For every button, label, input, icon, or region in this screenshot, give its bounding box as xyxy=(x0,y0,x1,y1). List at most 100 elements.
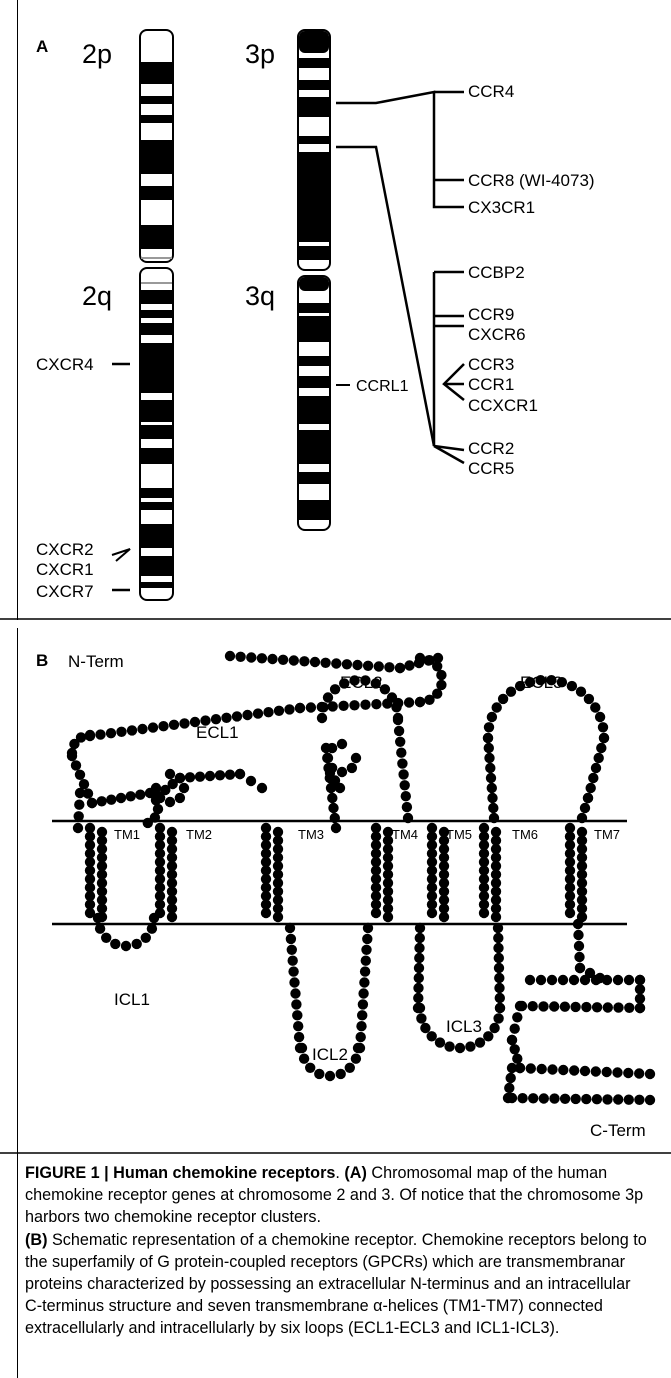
residue-bead xyxy=(87,798,97,808)
panel-b-label: B xyxy=(36,651,48,670)
residue-bead xyxy=(494,953,504,963)
residue-bead xyxy=(323,692,333,702)
residue-bead xyxy=(415,653,425,663)
residue-bead xyxy=(331,658,341,668)
residue-bead xyxy=(342,659,352,669)
tm5-label: TM5 xyxy=(446,827,472,842)
residue-bead xyxy=(547,975,557,985)
tm6-label: TM6 xyxy=(512,827,538,842)
residue-bead xyxy=(539,1093,549,1103)
gene-ccr5: CCR5 xyxy=(468,459,514,478)
ecl3-label: ECL3 xyxy=(520,673,563,692)
residue-bead xyxy=(402,802,412,812)
residue-bead xyxy=(288,966,298,976)
residue-bead xyxy=(327,793,337,803)
residue-bead xyxy=(358,999,368,1009)
gene-cxcr1: CXCR1 xyxy=(36,560,94,579)
residue-bead xyxy=(498,694,508,704)
residue-bead xyxy=(549,1001,559,1011)
residue-bead xyxy=(427,1031,437,1041)
cluster-1-connectors xyxy=(336,92,464,207)
residue-bead xyxy=(486,773,496,783)
residue-bead xyxy=(565,908,575,918)
panel-a-label: A xyxy=(36,37,48,56)
residue-bead xyxy=(415,697,425,707)
residue-bead xyxy=(401,791,411,801)
residue-bead xyxy=(602,1067,612,1077)
residue-bead xyxy=(495,1003,505,1013)
residue-bead xyxy=(483,733,493,743)
ecl1-label: ECL1 xyxy=(196,723,239,742)
residue-bead xyxy=(175,773,185,783)
residue-bead xyxy=(503,1093,513,1103)
residue-bead xyxy=(574,941,584,951)
tm4-label: TM4 xyxy=(392,827,418,842)
residue-bead xyxy=(549,1093,559,1103)
gene-cxcr7: CXCR7 xyxy=(36,582,94,601)
residue-bead xyxy=(414,963,424,973)
residue-bead xyxy=(288,956,298,966)
residue-bead xyxy=(261,908,271,918)
residue-bead xyxy=(132,939,142,949)
residue-bead xyxy=(635,1003,645,1013)
residue-bead xyxy=(235,769,245,779)
tm7-label: TM7 xyxy=(594,827,620,842)
residue-bead xyxy=(435,1037,445,1047)
residue-bead xyxy=(357,1010,367,1020)
residue-bead xyxy=(623,1068,633,1078)
panel-a-chromosome-map: A 2p 2q xyxy=(0,0,671,620)
residue-bead xyxy=(289,655,299,665)
residue-bead xyxy=(560,1094,570,1104)
residue-bead xyxy=(603,1002,613,1012)
residue-bead xyxy=(492,702,502,712)
residue-bead xyxy=(331,823,341,833)
residue-bead xyxy=(487,712,497,722)
residue-bead xyxy=(583,793,593,803)
residue-bead xyxy=(645,1095,655,1105)
residue-bead xyxy=(285,923,295,933)
residue-bead xyxy=(414,943,424,953)
gene-cxcr6: CXCR6 xyxy=(468,325,526,344)
residue-bead xyxy=(291,999,301,1009)
residue-bead xyxy=(580,1066,590,1076)
residue-bead xyxy=(299,656,309,666)
c-term-label: C-Term xyxy=(590,1121,646,1140)
residue-bead xyxy=(624,1003,634,1013)
residue-bead xyxy=(510,1044,520,1054)
residue-bead xyxy=(506,1073,516,1083)
residue-bead xyxy=(155,908,165,918)
residue-bead xyxy=(225,651,235,661)
residue-bead xyxy=(528,1001,538,1011)
residue-bead xyxy=(415,933,425,943)
residue-bead xyxy=(286,934,296,944)
residue-bead xyxy=(394,726,404,736)
residue-bead xyxy=(439,912,449,922)
residue-bead xyxy=(395,737,405,747)
residue-bead xyxy=(257,653,267,663)
residue-bead xyxy=(215,770,225,780)
residue-bead xyxy=(246,652,256,662)
residue-bead xyxy=(613,975,623,985)
residue-bead xyxy=(475,1037,485,1047)
residue-bead xyxy=(586,783,596,793)
residue-bead xyxy=(121,941,131,951)
residue-bead xyxy=(444,1041,454,1051)
residue-bead xyxy=(284,704,294,714)
residue-bead xyxy=(507,1035,517,1045)
gene-cxcr4: CXCR4 xyxy=(36,355,94,374)
residue-bead xyxy=(436,670,446,680)
residue-bead xyxy=(569,975,579,985)
residue-bead xyxy=(95,924,105,934)
residue-bead xyxy=(504,1083,514,1093)
residue-bead xyxy=(634,1095,644,1105)
residue-bead xyxy=(185,772,195,782)
residue-bead xyxy=(591,975,601,985)
residue-bead xyxy=(569,1065,579,1075)
residue-bead xyxy=(517,1093,527,1103)
residue-bead xyxy=(337,767,347,777)
gene-ccr8: CCR8 (WI-4073) xyxy=(468,171,595,190)
residue-bead xyxy=(93,913,103,923)
residue-bead xyxy=(320,658,330,668)
residue-bead xyxy=(576,687,586,697)
residue-bead xyxy=(371,699,381,709)
